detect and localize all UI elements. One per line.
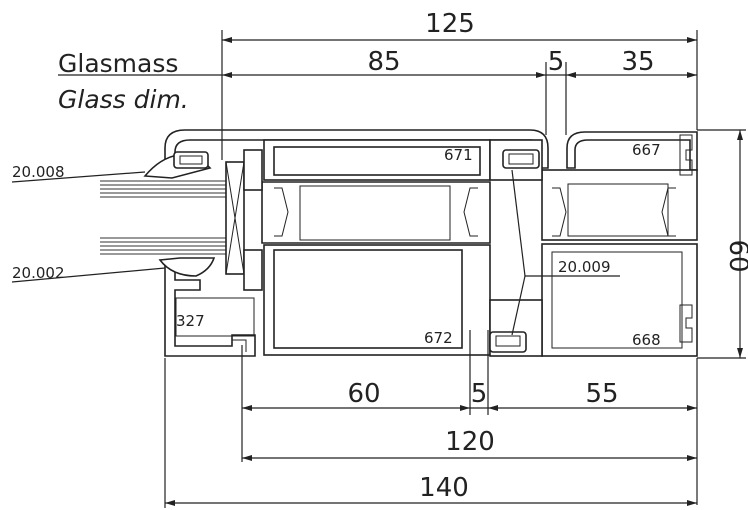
profile-668: 668 [632, 331, 661, 349]
glass-panes [100, 180, 226, 255]
dim-bottom-gap: 5 [471, 379, 488, 409]
frame-profile [164, 129, 698, 357]
dim-bottom-total: 140 [419, 473, 469, 503]
profile-667: 667 [632, 141, 661, 159]
dim-bottom-right: 55 [585, 379, 618, 409]
ref-gasket-sash: 20.009 [558, 258, 611, 276]
dim-top-right: 35 [621, 47, 654, 77]
gaskets [143, 149, 540, 353]
ref-gasket-top: 20.008 [12, 163, 65, 181]
glass-dim-label-de: Glasmass [58, 49, 178, 78]
dim-bottom-mid-total: 120 [445, 427, 495, 457]
ref-gasket-bottom: 20.002 [12, 264, 65, 282]
glass-dim-label-en: Glass dim. [58, 85, 189, 114]
dim-top-total: 125 [425, 9, 475, 39]
dim-height: 60 [723, 239, 748, 272]
arrowheads [165, 37, 743, 506]
profile-671: 671 [444, 146, 473, 164]
dim-bottom-left: 60 [347, 379, 380, 409]
dim-top-gap: 5 [548, 47, 565, 77]
profile-327: 327 [176, 312, 205, 330]
profile-672: 672 [424, 329, 453, 347]
dim-top-glass: 85 [367, 47, 400, 77]
